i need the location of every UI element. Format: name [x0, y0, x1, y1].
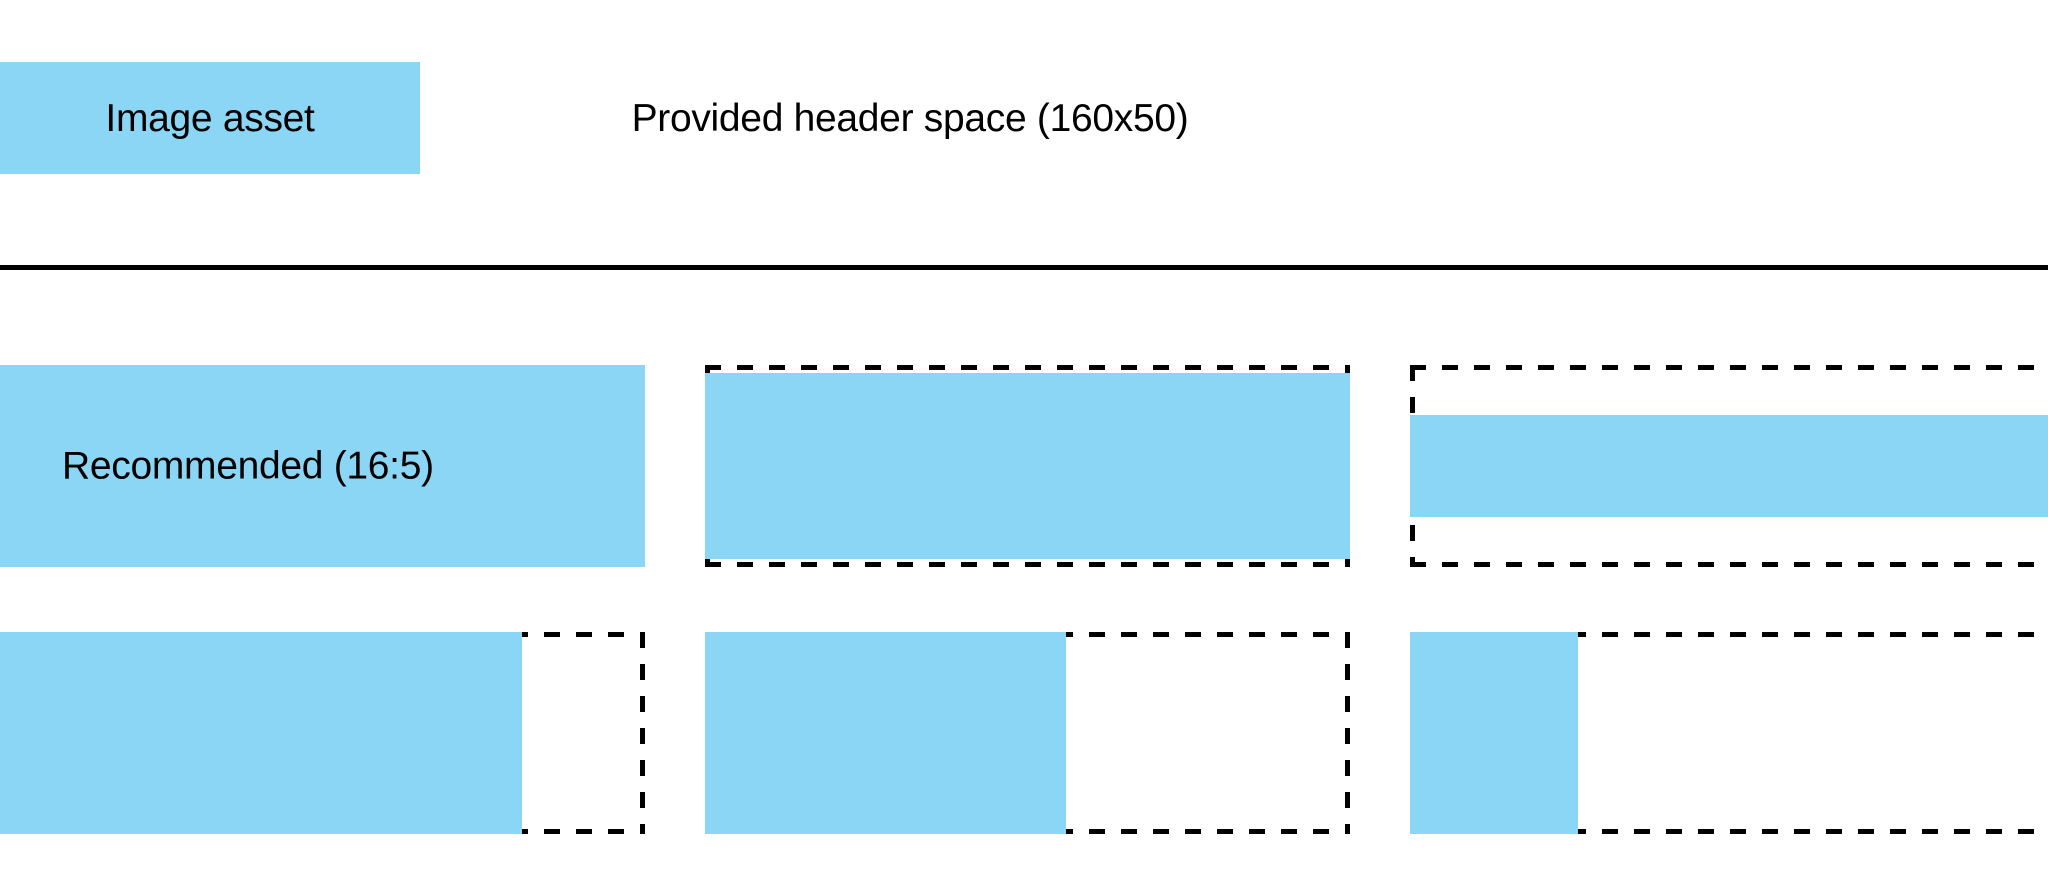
ratio-cell-pillarbox-narrow [1410, 632, 2048, 834]
ratio-row: Recommended (16:5) [0, 365, 2048, 567]
ratio-cell-letterbox [1410, 365, 2048, 567]
ratio-cell-pillarbox-wide [0, 632, 645, 834]
header-divider [0, 265, 2048, 270]
image-asset-swatch: Image asset [0, 62, 420, 174]
ratio-cell-height-inset [705, 365, 1350, 567]
provided-header-space-label: Provided header space (160x50) [631, 96, 1189, 140]
recommended-ratio-label: Recommended (16:5) [62, 444, 434, 488]
image-asset-label: Image asset [105, 96, 315, 140]
image-fill-area [0, 365, 645, 567]
image-fill-area [0, 632, 523, 834]
image-fill-area [705, 373, 1350, 559]
ratio-cell-recommended: Recommended (16:5) [0, 365, 645, 567]
ratio-cell-pillarbox-medium [705, 632, 1350, 834]
header-region: Image asset Provided header space (160x5… [0, 0, 2048, 270]
ratio-sample-grid: Recommended (16:5) [0, 365, 2048, 834]
image-fill-area [1410, 415, 2048, 517]
image-fill-area [705, 632, 1067, 834]
image-fill-area [1410, 632, 1578, 834]
ratio-row [0, 632, 2048, 834]
provided-header-space-box: Provided header space (160x50) [456, 62, 1364, 174]
